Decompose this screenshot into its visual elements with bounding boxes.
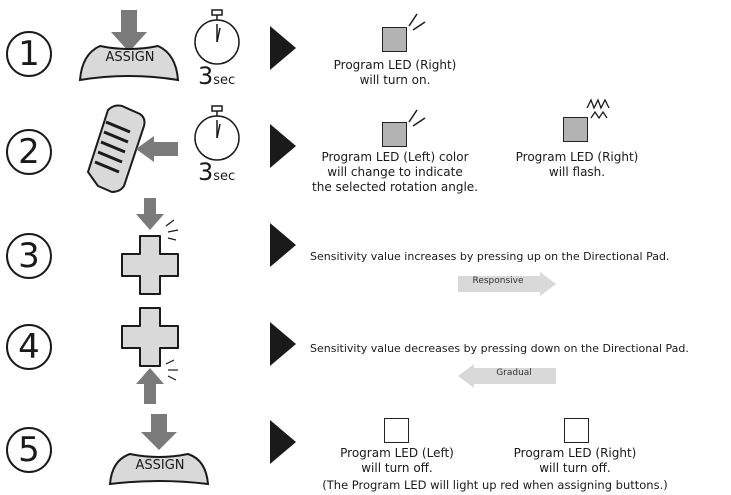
gradual-arrow	[458, 364, 556, 388]
gradual-label: Gradual	[496, 368, 532, 378]
step-number-3: 3	[5, 232, 53, 280]
program-led-right-on	[382, 27, 407, 52]
step3-text: Sensitivity value increases by pressing …	[310, 250, 670, 263]
dpad-up-press-icon	[121, 198, 179, 295]
stopwatch-icon-2	[194, 105, 240, 161]
flow-arrow-3	[270, 223, 296, 267]
timer-label-1: 3sec	[198, 62, 236, 90]
stopwatch-icon	[194, 9, 240, 65]
program-led-left-on	[382, 122, 407, 147]
assign-button-label-2: ASSIGN	[135, 458, 185, 473]
assign-button-label: ASSIGN	[105, 50, 155, 65]
step4-text: Sensitivity value decreases by pressing …	[310, 342, 689, 355]
step2-led-left-text: Program LED (Left) color will change to …	[312, 150, 478, 194]
led-light-rays-icon	[408, 13, 426, 31]
pad-grip-press-icon	[86, 104, 178, 194]
step5-led-left-text: Program LED (Left) will turn off.	[340, 446, 454, 475]
assign-button-press-icon	[78, 10, 180, 82]
timer-label-2: 3sec	[198, 158, 236, 186]
program-led-right-off	[564, 418, 589, 443]
led-flash-rays-icon	[586, 98, 610, 120]
step-number-1: 1	[5, 30, 53, 78]
step2-led-right-text: Program LED (Right) will flash.	[515, 150, 639, 179]
assign-button-press-icon-2	[108, 414, 210, 486]
step1-led-right-text: Program LED (Right) will turn on.	[333, 58, 457, 87]
program-led-left-off	[384, 418, 409, 443]
step5-led-right-text: Program LED (Right) will turn off.	[513, 446, 637, 475]
step-number-4: 4	[5, 323, 53, 371]
flow-arrow-1	[270, 26, 296, 70]
step-number-2: 2	[5, 128, 53, 176]
dpad-down-press-icon	[121, 307, 179, 404]
flow-arrow-4	[270, 322, 296, 366]
led-light-rays-icon-2	[408, 109, 426, 127]
program-led-right-flash	[563, 117, 588, 142]
responsive-arrow	[458, 272, 556, 296]
step5-note: (The Program LED will light up red when …	[322, 478, 668, 492]
flow-arrow-2	[270, 124, 296, 168]
step-number-5: 5	[5, 426, 53, 474]
responsive-label: Responsive	[472, 276, 524, 286]
flow-arrow-5	[270, 420, 296, 464]
